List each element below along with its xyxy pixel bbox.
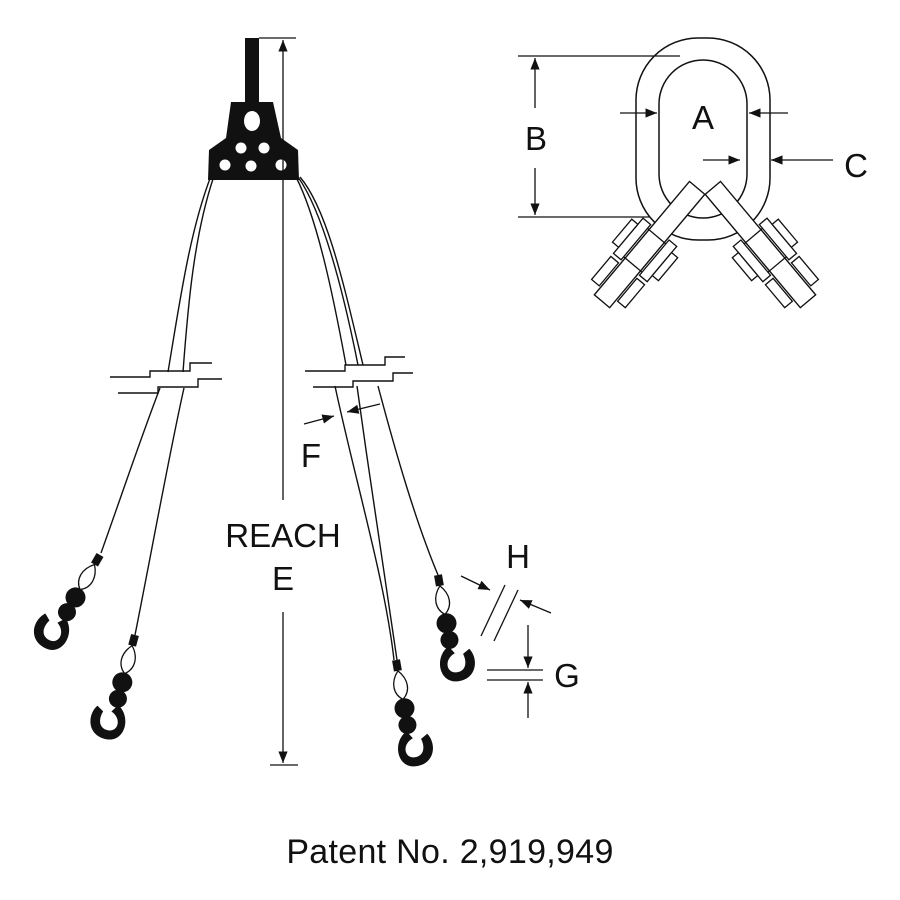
- f-dimension: [303, 403, 381, 425]
- sling-legs: [100, 175, 439, 661]
- b-dimension: [518, 55, 680, 218]
- label-g: G: [554, 657, 580, 694]
- right-break-mark: [305, 356, 413, 388]
- hook-assembly-4: [434, 574, 475, 682]
- label-h: H: [506, 538, 530, 575]
- patent-caption: Patent No. 2,919,949: [286, 833, 614, 871]
- g-dimension: [487, 625, 543, 718]
- suspension-rod: [245, 38, 259, 110]
- reach-label: REACH: [225, 517, 341, 554]
- hook-assembly-2: [90, 633, 139, 740]
- label-e: E: [272, 560, 294, 597]
- label-b: B: [525, 120, 547, 157]
- master-link-plate: [208, 102, 299, 180]
- reach-dimension: [259, 37, 298, 766]
- left-break-mark: [110, 362, 222, 394]
- hook-assembly-3: [392, 659, 433, 767]
- h-dimension: [460, 575, 552, 642]
- hook-assembly-1: [33, 553, 104, 650]
- label-c: C: [844, 147, 868, 184]
- left-sub-link: [590, 180, 706, 309]
- master-link-detail: [590, 37, 820, 309]
- label-a: A: [692, 99, 714, 136]
- label-f: F: [301, 437, 321, 474]
- right-sub-link: [704, 180, 820, 309]
